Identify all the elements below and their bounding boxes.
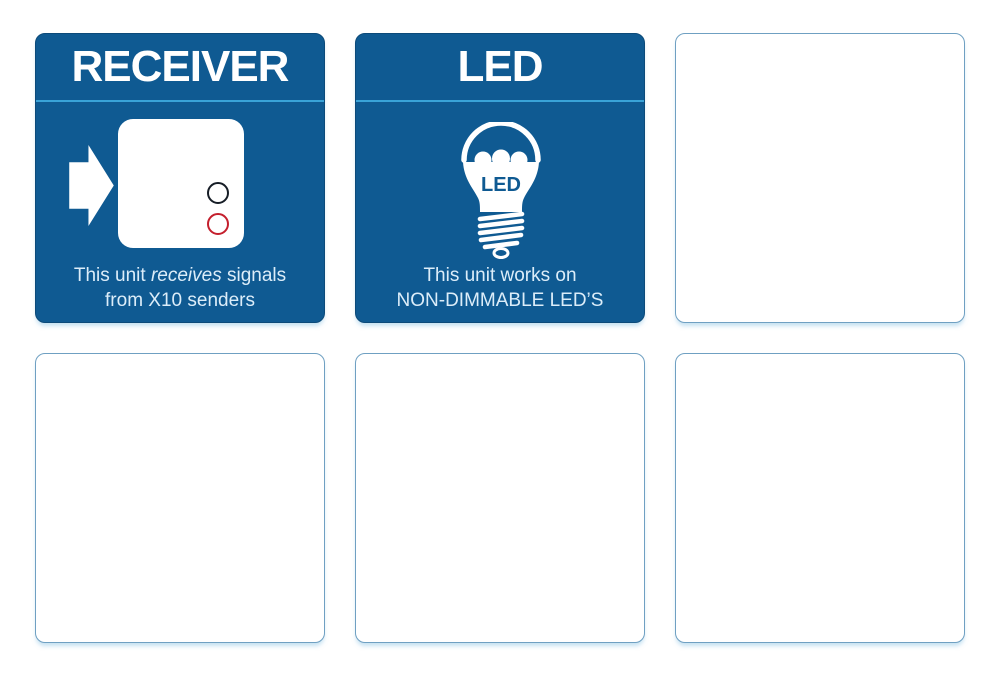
led-bulb-icon: LED (461, 122, 541, 259)
receiver-badge-card: RECEIVER This unit receives signals from… (35, 33, 325, 323)
receiver-title: RECEIVER (71, 42, 290, 91)
bulb-screw-base (477, 211, 525, 250)
led-bulb-label: LED (481, 174, 521, 196)
bulb-contact-tip (492, 247, 510, 259)
title-divider (356, 100, 644, 102)
receiver-module-icon (118, 119, 244, 248)
caption-text-italic: receives (150, 265, 222, 286)
empty-badge-card-3 (355, 353, 645, 643)
bulb-dome-arc (461, 122, 541, 163)
led-badge-card: LED LED This unit works on NON-DIMMABLE (355, 33, 645, 323)
caption-text-pre: This unit (73, 265, 151, 286)
title-divider (36, 100, 324, 102)
arrow-right-icon (69, 145, 114, 226)
badge-grid: RECEIVER This unit receives signals from… (35, 33, 965, 643)
caption-line2: NON-DIMMABLE LED’S (396, 290, 604, 311)
caption-line2: from X10 senders (105, 290, 255, 311)
caption-line1: This unit works on (423, 265, 577, 286)
led-title: LED (457, 42, 544, 91)
receiver-caption: This unit receives signals from X10 send… (42, 263, 318, 313)
bulb-body (463, 162, 539, 212)
empty-badge-card-2 (35, 353, 325, 643)
red-indicator-circle-icon (207, 213, 229, 235)
led-caption: This unit works on NON-DIMMABLE LED’S (362, 263, 638, 313)
empty-badge-card-4 (675, 353, 965, 643)
empty-badge-card-1 (675, 33, 965, 323)
caption-text-post: signals (221, 265, 287, 286)
black-indicator-circle-icon (207, 182, 229, 204)
